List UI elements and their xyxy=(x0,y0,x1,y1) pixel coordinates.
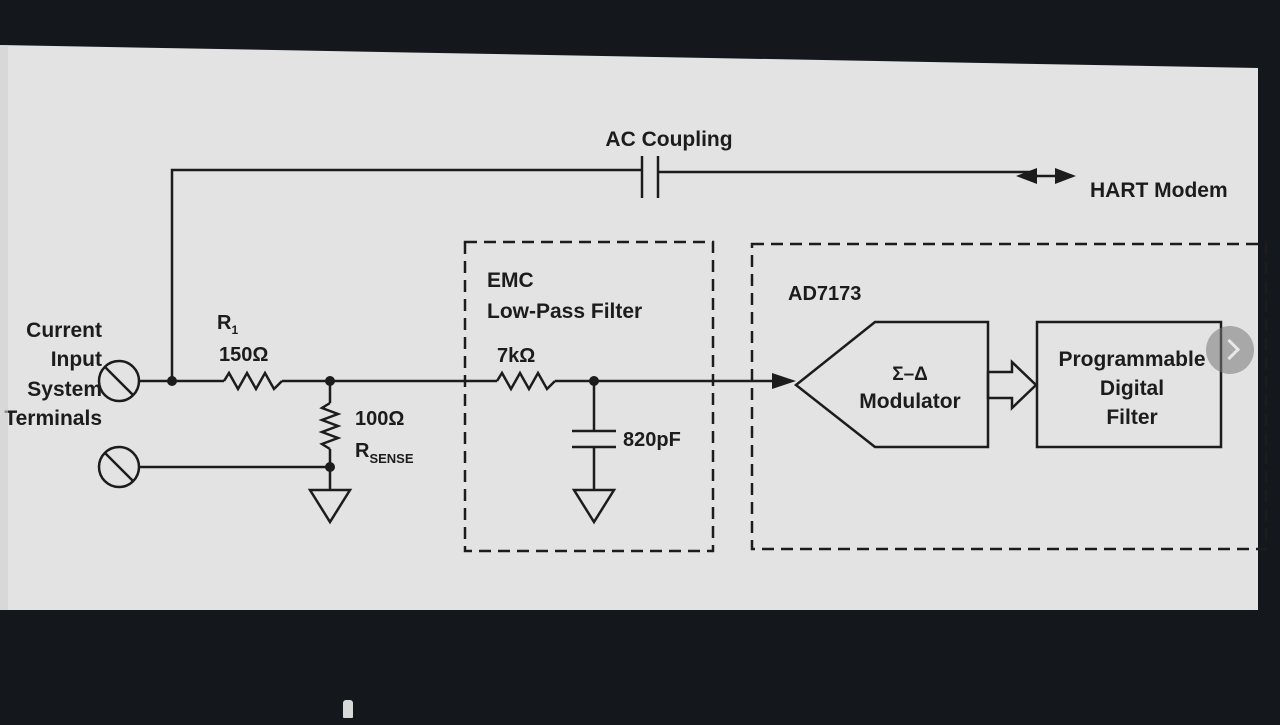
junction-dot-capacitor xyxy=(589,376,599,386)
ad7173-title: AD7173 xyxy=(788,283,861,305)
rsense-resistor xyxy=(318,401,342,451)
digital-filter-block xyxy=(1035,320,1223,449)
emc-filter-box xyxy=(463,240,715,553)
emc-resistor-value: 7kΩ xyxy=(497,345,535,367)
emc-resistor xyxy=(495,370,556,392)
junction-dot-rsense-bottom xyxy=(325,462,335,472)
rsense-value: 100Ω xyxy=(355,408,404,430)
hart-arrowhead-left xyxy=(1016,168,1037,184)
emc-title: EMC xyxy=(487,269,534,292)
junction-dot-ac xyxy=(167,376,177,386)
ground-symbol-rsense xyxy=(307,488,353,525)
modulator-label: Modulator xyxy=(859,390,960,413)
terminals-label-line2: Input xyxy=(51,348,102,371)
terminals-label-line4: Terminals xyxy=(4,407,102,430)
terminals-label-line1: Current xyxy=(26,319,102,342)
filter-label-line1: Programmable xyxy=(1058,348,1205,371)
modulator-symbol: Σ–Δ xyxy=(892,364,928,385)
rsense-label: RSENSE xyxy=(355,440,414,466)
next-slide-button[interactable] xyxy=(1206,326,1254,374)
r1-resistor xyxy=(222,370,283,392)
filter-label-line2: Digital xyxy=(1100,377,1164,400)
hart-modem-label: HART Modem xyxy=(1090,179,1228,202)
left-edge-shade xyxy=(0,45,8,610)
r1-label: R1 xyxy=(217,312,238,337)
input-arrowhead xyxy=(772,373,796,389)
wire-ac-coupling xyxy=(170,168,1030,381)
data-bus-arrow xyxy=(986,359,1038,411)
r1-value: 150Ω xyxy=(219,344,268,366)
ground-symbol-capacitor xyxy=(571,488,617,525)
ad7173-box xyxy=(750,242,1268,551)
mouse-cursor-icon xyxy=(343,700,353,718)
filter-label-line3: Filter xyxy=(1106,406,1157,429)
emc-subtitle: Low-Pass Filter xyxy=(487,300,642,323)
diagram-background xyxy=(0,45,1258,610)
ac-coupling-label: AC Coupling xyxy=(605,128,732,151)
terminals-label-line3: System xyxy=(27,378,102,401)
hart-arrowhead-right xyxy=(1055,168,1076,184)
junction-dot-rsense-top xyxy=(325,376,335,386)
emc-capacitor-value: 820pF xyxy=(623,429,681,451)
